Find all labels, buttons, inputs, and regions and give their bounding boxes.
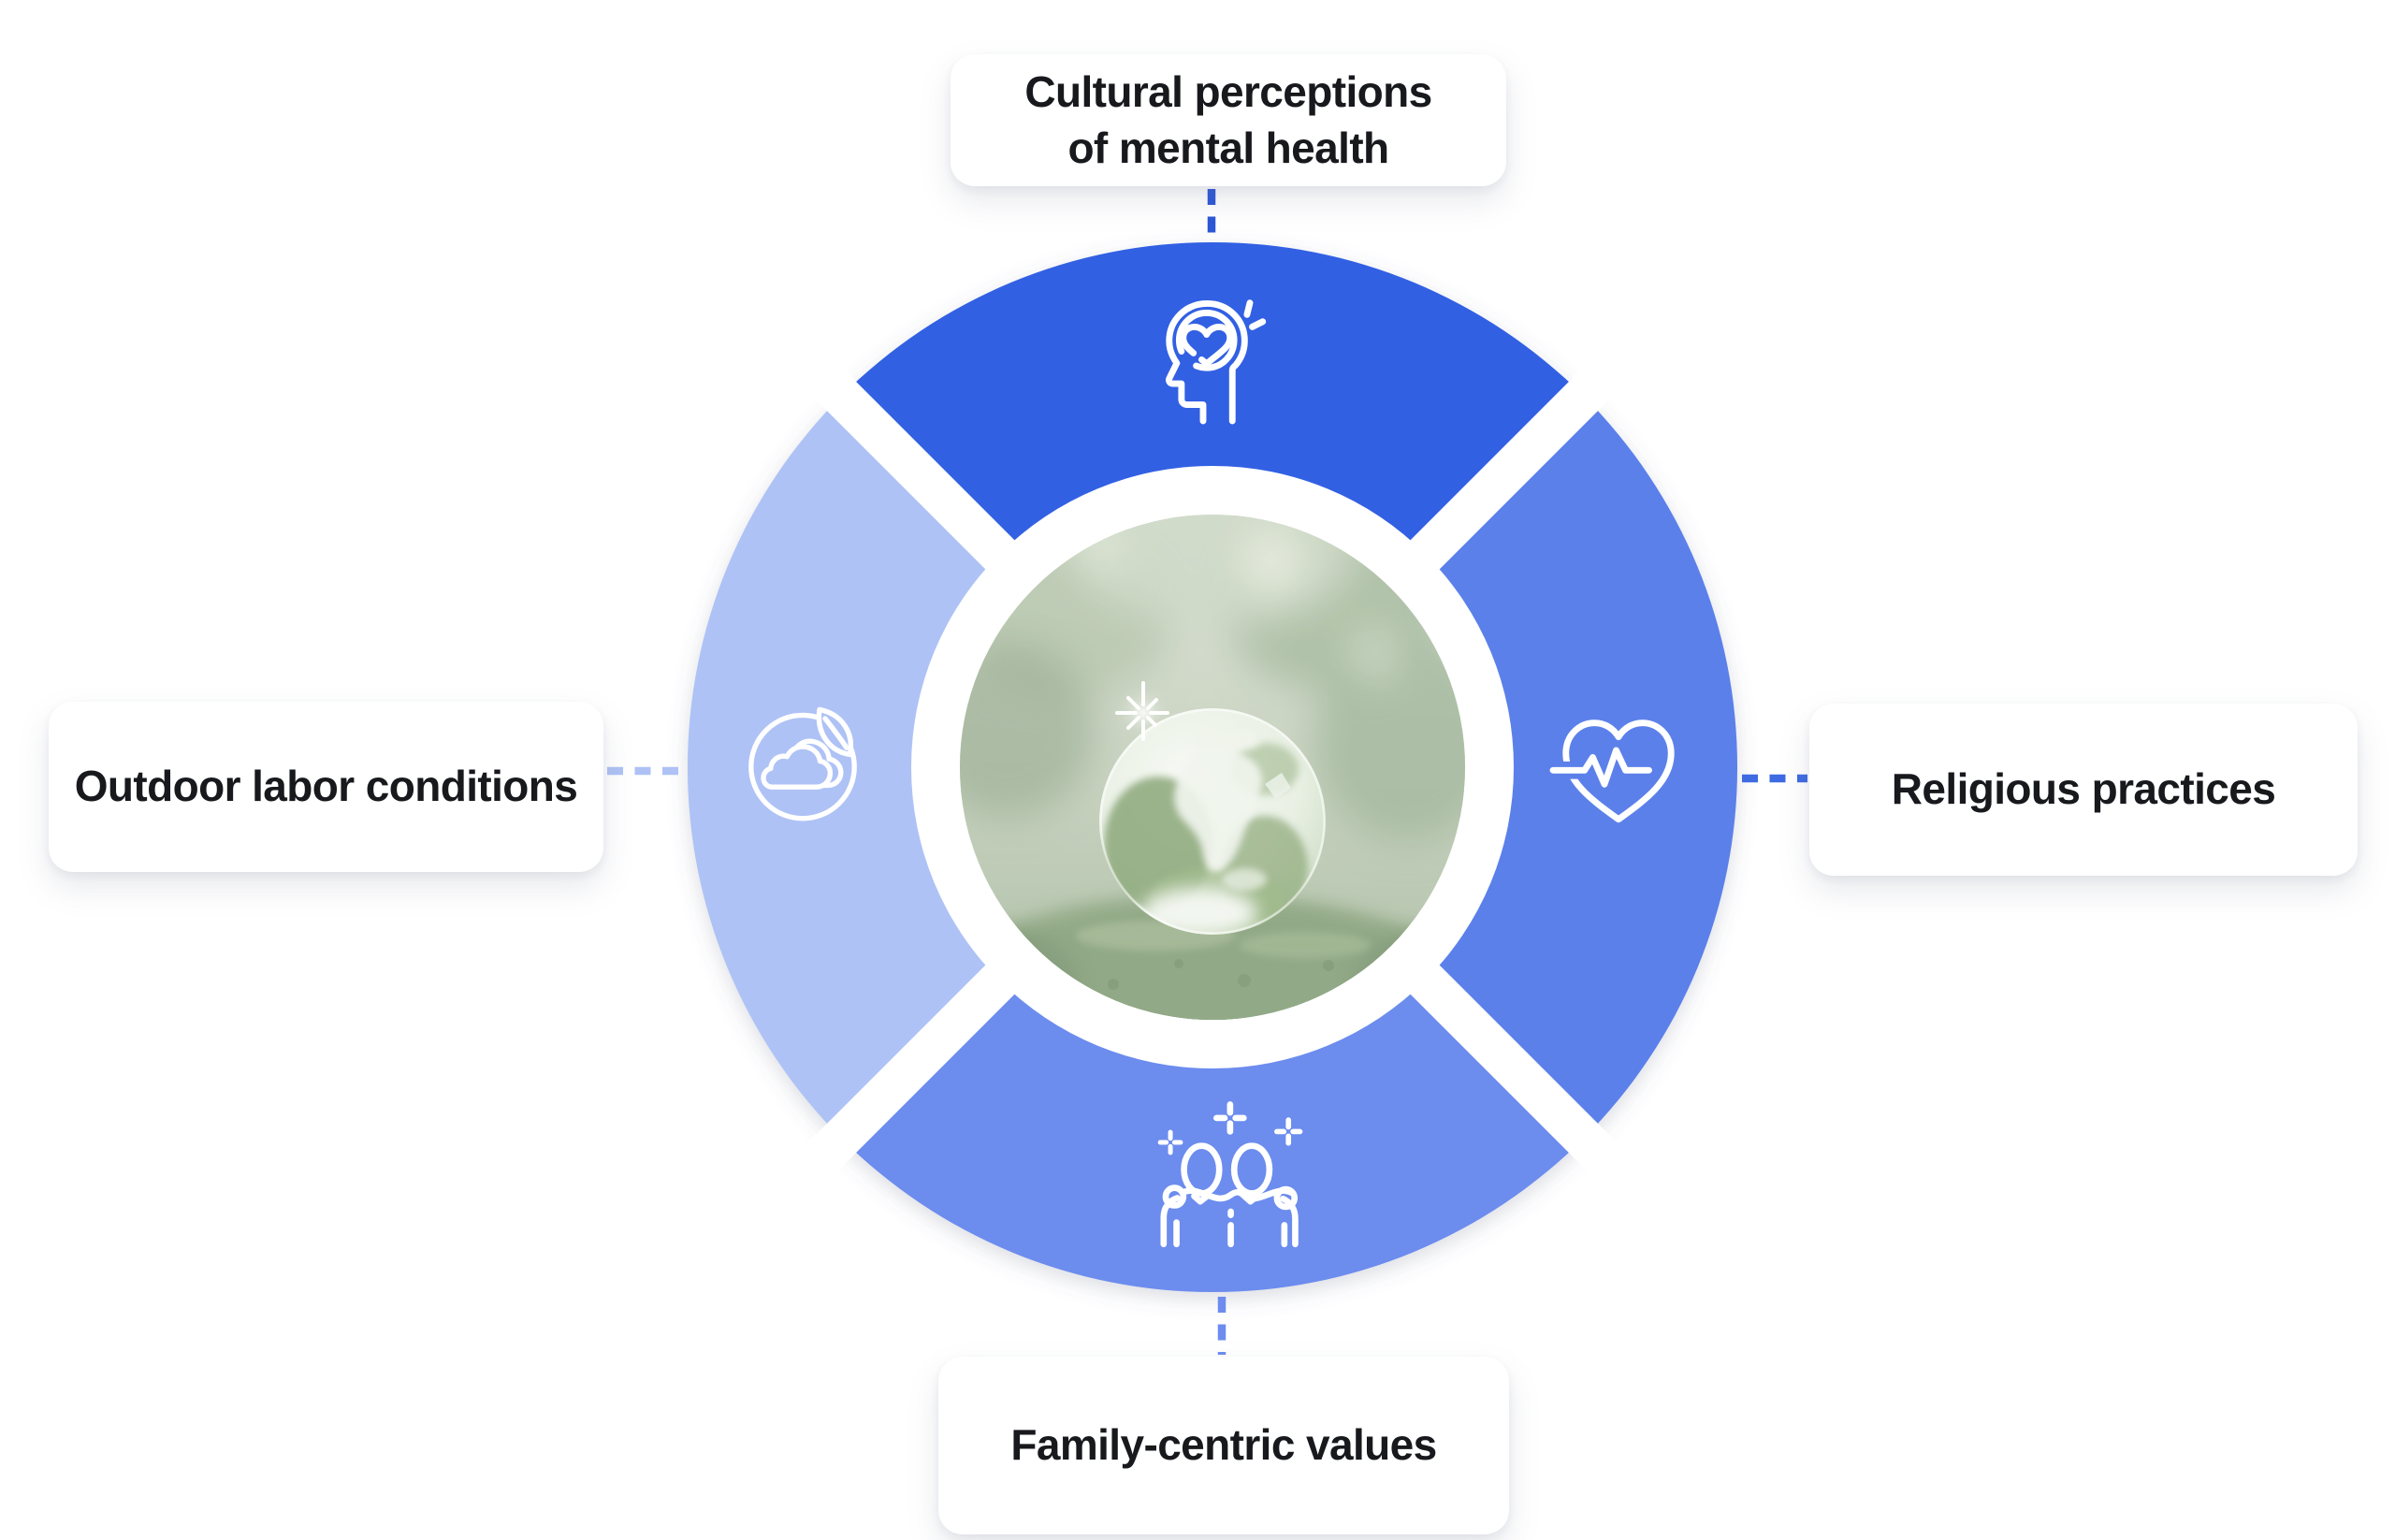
label-card-outdoor-labor: Outdoor labor conditions [49, 702, 603, 872]
cloud-leaf-icon [748, 706, 857, 821]
label-card-family-values: Family-centric values [938, 1357, 1509, 1534]
head-heart-icon [1166, 299, 1267, 425]
segment-mental-health [841, 241, 1584, 558]
segment-outdoor-labor [687, 396, 1003, 1139]
sparkle-highlight [1115, 681, 1169, 741]
heart-pulse-icon [1549, 719, 1675, 823]
label-card-religious-practices: Religious practices [1809, 704, 2358, 876]
glass-globe [1099, 681, 1326, 935]
family-icon [1157, 1101, 1303, 1248]
segment-family-values [841, 977, 1584, 1293]
label-card-mental-health: Cultural perceptions of mental health [951, 54, 1506, 186]
